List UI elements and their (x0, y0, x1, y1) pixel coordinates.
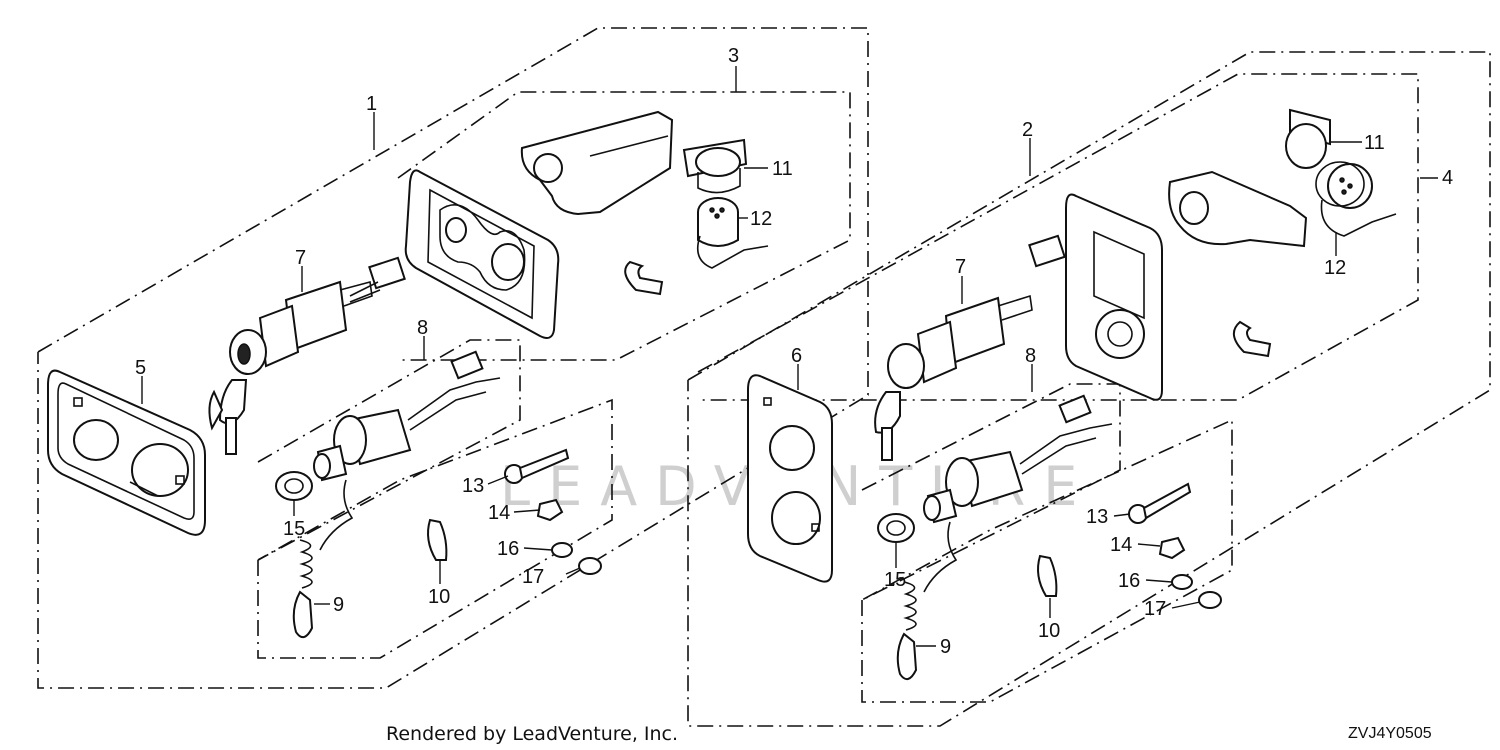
buzzer-clamp-right (1285, 108, 1331, 169)
washer-16-left (551, 542, 573, 558)
diagram-code: ZVJ4Y0505 (1348, 725, 1432, 742)
bracket-left (520, 110, 674, 216)
bracket-right (1168, 170, 1308, 248)
ignition-switch-left (208, 256, 406, 455)
callout-9-right: 9 (940, 636, 951, 658)
callout-14-left: 14 (488, 502, 510, 524)
callout-13-right: 13 (1086, 506, 1108, 528)
switch-panel-right (747, 374, 833, 583)
callout-8-right: 8 (1025, 345, 1036, 367)
emergency-stop-lanyard-left (292, 479, 354, 639)
washer-16-right (1171, 574, 1193, 590)
callout-5: 5 (135, 357, 146, 379)
emergency-stop-lanyard-right (896, 521, 958, 681)
ignition-switch-right (874, 234, 1066, 461)
callout-16-left: 16 (497, 538, 519, 560)
assembly-1-outline (37, 27, 869, 689)
callout-14-right: 14 (1110, 534, 1132, 556)
callout-7-left: 7 (295, 247, 306, 269)
mounting-plate-right (1065, 193, 1163, 401)
callout-10-right: 10 (1038, 620, 1060, 642)
cable-clip-left (624, 260, 664, 296)
buzzer-clamp-left (682, 138, 748, 194)
callout-12-right: 12 (1324, 257, 1346, 279)
wire-clip-left (427, 518, 448, 561)
leader-lines (141, 66, 1438, 647)
flange-nut-left (536, 498, 564, 522)
callout-15-right: 15 (884, 569, 906, 591)
callout-6: 6 (791, 345, 802, 367)
bolt-right (1128, 482, 1192, 524)
bolt-left (504, 448, 570, 484)
switch-panel-left (47, 369, 206, 536)
parts-box-left (257, 398, 613, 659)
washer-17-right (1198, 591, 1222, 609)
mounting-plate-left (404, 169, 560, 339)
callout-9-left: 9 (333, 594, 344, 616)
callout-16-right: 16 (1118, 570, 1140, 592)
callout-15-left: 15 (283, 518, 305, 540)
callout-7-right: 7 (955, 256, 966, 278)
callout-8-left: 8 (417, 317, 428, 339)
stop-switch-left (313, 350, 501, 482)
lock-nut-right (877, 513, 915, 543)
callout-17-right: 17 (1144, 598, 1166, 620)
callout-10-left: 10 (428, 586, 450, 608)
callout-11-left: 11 (772, 158, 793, 180)
lock-nut-left (275, 471, 313, 501)
stop-switch-right (923, 394, 1113, 524)
buzzer-right (1315, 161, 1397, 237)
callout-17-left: 17 (522, 566, 544, 588)
callout-13-left: 13 (462, 475, 484, 497)
parts-box-right (861, 418, 1233, 703)
buzzer-left (696, 197, 769, 269)
callout-12-left: 12 (750, 208, 772, 230)
washer-17-left (578, 557, 602, 575)
assembly-4-outline (697, 73, 1419, 401)
callout-3: 3 (728, 45, 739, 67)
assembly-8-outline-left (257, 339, 521, 561)
cable-clip-right (1233, 320, 1272, 358)
assembly-3-outline (397, 91, 851, 361)
callout-4: 4 (1442, 167, 1453, 189)
flange-nut-right (1158, 536, 1186, 560)
callout-2: 2 (1022, 119, 1033, 141)
callout-1: 1 (366, 93, 377, 115)
callout-11-right: 11 (1364, 132, 1385, 154)
wire-clip-right (1037, 554, 1058, 597)
rendered-by-credit: Rendered by LeadVenture, Inc. (386, 723, 678, 745)
